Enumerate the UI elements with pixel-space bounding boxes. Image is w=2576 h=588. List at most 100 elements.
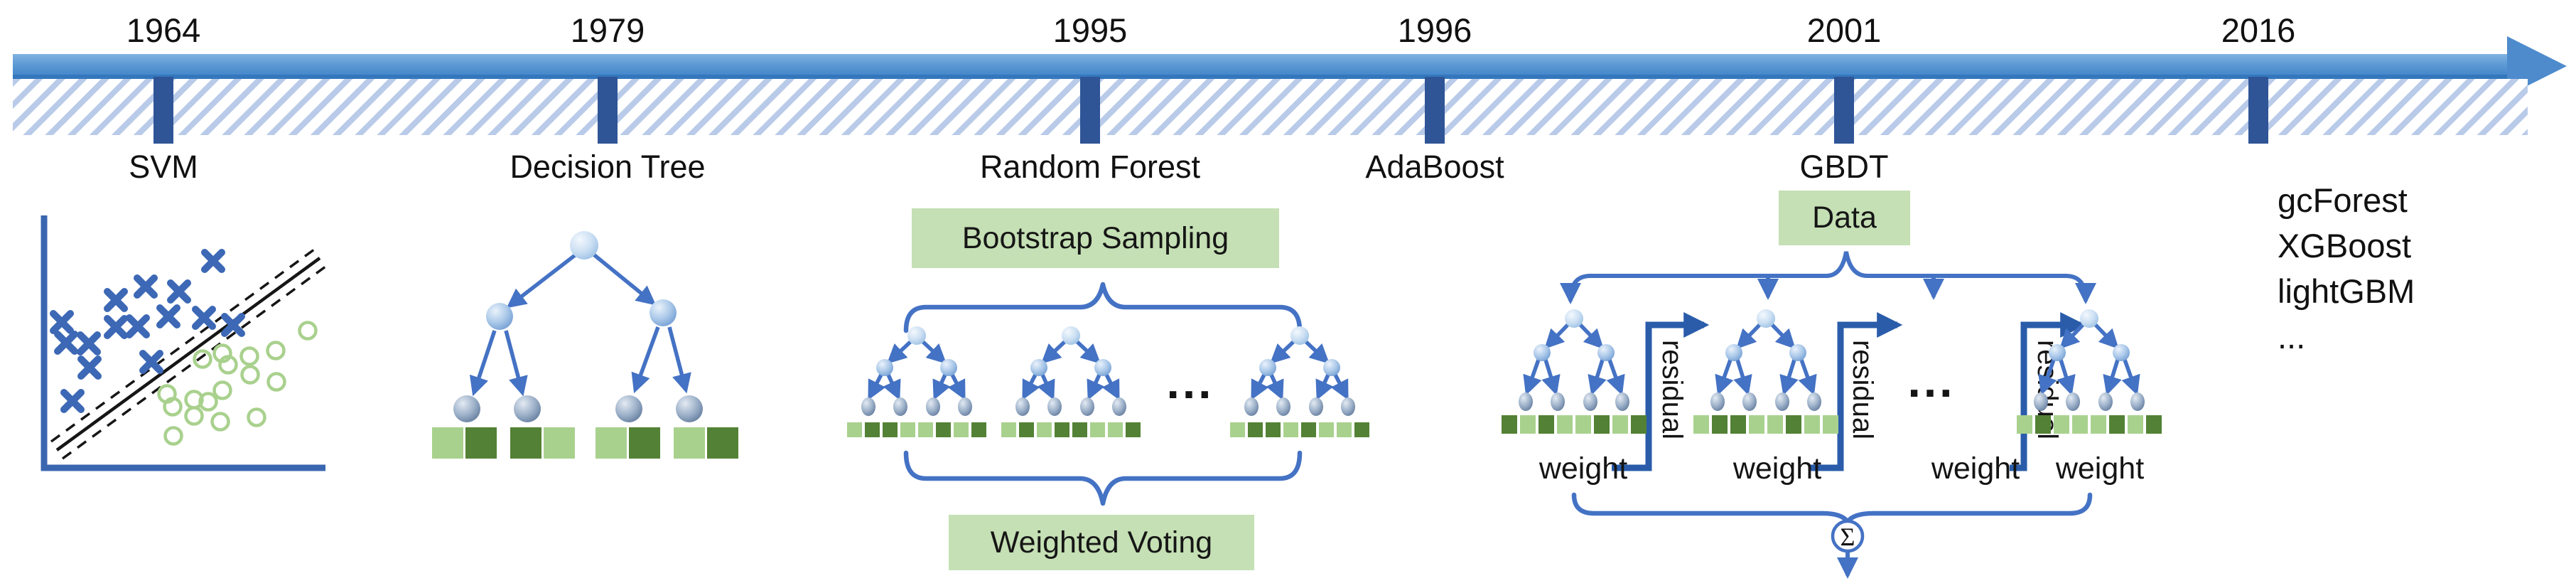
mini-decision-tree [1230, 326, 1369, 437]
mini-decision-tree [1001, 326, 1141, 437]
tree-leaf-node [453, 395, 480, 422]
timeline-tick [1080, 77, 1100, 144]
svm-x-marker [167, 279, 191, 304]
svm-x-marker [77, 356, 102, 380]
svm-circle-marker [298, 321, 318, 341]
mini-decision-tree [1693, 309, 1838, 434]
list-item: lightGBM [2278, 272, 2415, 310]
svm-x-marker [126, 314, 150, 338]
timeline-hatched-band [13, 79, 2528, 135]
forest-top-brace [903, 282, 1303, 333]
svm-scatter-illustration [41, 215, 327, 471]
tree-branch-arrow [506, 251, 579, 309]
svm-x-marker [201, 249, 225, 273]
tree-branch-arrow [591, 251, 657, 306]
svm-circle-marker [210, 412, 230, 432]
svm-x-marker [54, 331, 78, 355]
random-forest-illustration: ... [847, 282, 1369, 506]
mini-decision-tree [1502, 309, 1647, 434]
weight-label: weight [1732, 451, 1821, 486]
list-item: XGBoost [2278, 227, 2412, 264]
timeline-tick [598, 77, 618, 144]
mini-decision-tree [2017, 309, 2162, 434]
mini-decision-tree [847, 326, 986, 437]
decision-tree-illustration [432, 231, 738, 459]
list-item: gcForest [2278, 181, 2408, 219]
svm-circle-marker [198, 392, 218, 412]
svm-circle-marker [240, 365, 260, 385]
gbdt-data-label: Data [1812, 201, 1877, 235]
algorithm-label: Random Forest [979, 149, 1201, 185]
tree-leaf-node [676, 395, 703, 422]
weight-label: weight [1538, 451, 1627, 486]
sum-symbol: Σ [1841, 523, 1855, 551]
svm-x-marker [139, 350, 163, 374]
forest-ellipsis: ... [1166, 356, 1214, 408]
svm-x-marker [156, 304, 180, 328]
weighted-voting-box: Weighted Voting [949, 515, 1254, 570]
timeline-tick [153, 77, 173, 144]
svm-x-marker [60, 389, 85, 413]
residual-label: residual [1656, 340, 1688, 439]
weighted-voting-label: Weighted Voting [990, 525, 1213, 560]
gbdt-illustration: residual residual residual weight weight… [1502, 251, 2162, 579]
svm-x-marker [104, 315, 128, 339]
svm-circle-marker [266, 341, 286, 360]
tree-branch-arrow [667, 326, 691, 394]
data-distribution-line [1560, 251, 2096, 304]
algorithms-2016-list: gcForest XGBoost lightGBM ... [2278, 178, 2415, 360]
tree-branch-arrow [631, 326, 660, 394]
year-label: 1995 [1052, 11, 1128, 49]
list-item: ... [2278, 318, 2306, 356]
algorithm-label: SVM [129, 149, 198, 185]
tree-leaf-node [615, 395, 642, 422]
timeline-tick [1834, 77, 1854, 144]
svm-x-marker [192, 306, 216, 330]
class-squares-row [432, 427, 738, 459]
svm-circle-marker [184, 406, 204, 426]
year-label: 1996 [1397, 11, 1472, 49]
residual-label: residual [1847, 340, 1878, 439]
svm-circle-marker [163, 397, 183, 417]
svm-circle-marker [266, 372, 286, 392]
gbdt-bottom-brace [1571, 492, 2093, 525]
gbdt-data-box: Data [1779, 191, 1910, 245]
svm-x-marker [50, 310, 74, 334]
timeline-bar [13, 54, 2512, 79]
year-label: 2001 [1806, 11, 1882, 49]
tree-branch-arrow [469, 330, 497, 397]
algorithm-label: AdaBoost [1365, 149, 1504, 185]
svm-x-marker [77, 331, 101, 356]
tree-leaf-node [514, 395, 541, 422]
forest-bottom-brace [903, 450, 1303, 506]
residual-arrow [2010, 312, 2086, 471]
tree-root-node [570, 231, 598, 260]
svm-circle-marker [163, 426, 183, 446]
tree-mid-node [650, 299, 677, 326]
timeline-tick [2248, 77, 2268, 144]
weight-label: weight [1931, 451, 2020, 486]
timeline-tick [1425, 77, 1445, 144]
svm-circle-marker [247, 407, 266, 427]
year-label: 1979 [570, 11, 645, 49]
svm-x-marker [104, 288, 128, 312]
svm-circle-marker [212, 343, 232, 363]
year-label: 2016 [2221, 11, 2296, 49]
year-label: 1964 [126, 11, 201, 49]
svm-circle-marker [193, 349, 212, 369]
algorithm-label: GBDT [1799, 149, 1889, 185]
residual-arrow [1612, 312, 1710, 471]
weight-label: weight [2055, 451, 2144, 486]
tree-branch-arrow [504, 330, 528, 397]
bootstrap-sampling-box: Bootstrap Sampling [912, 208, 1279, 268]
svm-x-marker [134, 274, 158, 299]
algorithm-label: Decision Tree [510, 149, 706, 185]
svm-circle-marker [218, 355, 238, 375]
bootstrap-sampling-label: Bootstrap Sampling [961, 220, 1229, 255]
svm-circle-marker [239, 346, 259, 366]
svm-separating-hyperplane [55, 257, 321, 451]
svm-circle-marker [212, 380, 232, 400]
svm-x-marker [221, 313, 245, 337]
residual-arrow [1809, 312, 1903, 471]
